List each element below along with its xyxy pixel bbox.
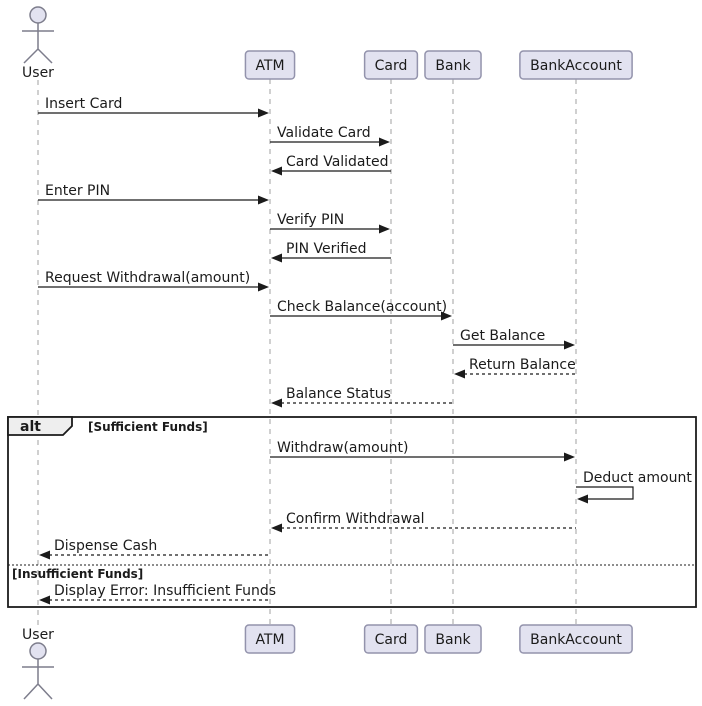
participant-label: ATM (255, 632, 284, 648)
message-deduct-amount: Deduct amount (576, 470, 692, 504)
arrowhead-icon (564, 452, 575, 462)
arrowhead-icon (454, 369, 465, 379)
message-dispense-cash: Dispense Cash (39, 538, 270, 560)
participant-bankaccount-top: BankAccount (519, 50, 633, 80)
message-label: PIN Verified (286, 241, 367, 257)
message-get-balance: Get Balance (453, 328, 575, 350)
alt-keyword-label: alt (20, 419, 41, 435)
message-label: Deduct amount (583, 470, 692, 486)
actor-user-bottom: User (22, 627, 54, 700)
message-label: Dispense Cash (54, 538, 157, 554)
participant-label: BankAccount (530, 632, 622, 648)
message-label: Enter PIN (45, 183, 110, 199)
participant-label: BankAccount (530, 58, 622, 74)
arrowhead-icon (379, 224, 390, 234)
arrowhead-icon (564, 340, 575, 350)
arrowhead-icon (258, 282, 269, 292)
participant-card-top: Card (363, 50, 419, 80)
alt-fragment-header: alt [Sufficient Funds] [Insufficient Funds… (7, 416, 208, 581)
participant-bank-bottom: Bank (424, 624, 482, 654)
message-label: Validate Card (277, 125, 371, 141)
participant-atm-top: ATM (244, 50, 296, 80)
participant-box (424, 50, 482, 80)
participant-label: Bank (435, 58, 471, 74)
message-withdraw-amount: Withdraw(amount) (270, 440, 575, 462)
message-verify-pin: Verify PIN (270, 212, 390, 234)
actor-figure-icon (22, 659, 54, 700)
actor-user-top: User (22, 6, 54, 81)
actor-figure-icon (22, 23, 54, 64)
self-message-line (576, 486, 634, 500)
participant-atm-bottom: ATM (244, 624, 296, 654)
participant-bank-top: Bank (424, 50, 482, 80)
message-card-validated: Card Validated (271, 154, 391, 176)
message-label: Insert Card (45, 96, 122, 112)
message-label: Display Error: Insufficient Funds (54, 583, 276, 599)
actor-head-icon (29, 642, 47, 660)
arrowhead-icon (39, 550, 50, 560)
participant-box (424, 624, 482, 654)
alt-fragment-border (7, 416, 697, 608)
message-label: Withdraw(amount) (277, 440, 408, 456)
message-label: Check Balance(account) (277, 299, 447, 315)
message-request-withdrawal-amount: Request Withdrawal(amount) (38, 270, 269, 292)
actor-label: User (22, 627, 54, 643)
message-balance-status: Balance Status (271, 386, 453, 408)
message-label: Get Balance (460, 328, 545, 344)
participant-box (519, 50, 633, 80)
actor-head-icon (29, 6, 47, 24)
guard-sufficient-funds: [Sufficient Funds] (88, 420, 208, 434)
arrowhead-icon (379, 137, 390, 147)
arrowhead-icon (271, 398, 282, 408)
arrowhead-icon (441, 311, 452, 321)
participant-label: ATM (255, 58, 284, 74)
arrowhead-icon (258, 195, 269, 205)
message-check-balance-account: Check Balance(account) (270, 299, 452, 321)
participant-bankaccount-bottom: BankAccount (519, 624, 633, 654)
participant-label: Card (375, 632, 408, 648)
arrowhead-icon (271, 523, 282, 533)
participant-card-bottom: Card (363, 624, 419, 654)
arrowhead-icon (39, 595, 50, 605)
participant-label: Bank (435, 632, 471, 648)
message-label: Card Validated (286, 154, 389, 170)
arrowhead-icon (258, 108, 269, 118)
message-label: Confirm Withdrawal (286, 511, 425, 527)
message-label: Request Withdrawal(amount) (45, 270, 250, 286)
message-label: Balance Status (286, 386, 391, 402)
participant-label: Card (375, 58, 408, 74)
participant-box (363, 50, 419, 80)
message-display-error-insufficient-funds: Display Error: Insufficient Funds (39, 583, 276, 605)
participant-box (244, 50, 296, 80)
message-validate-card: Validate Card (270, 125, 390, 147)
participant-box (363, 624, 419, 654)
guard-insufficient-funds: [Insufficient Funds] (12, 567, 143, 581)
participant-box (244, 624, 296, 654)
actor-label: User (22, 65, 54, 81)
participant-box (519, 624, 633, 654)
message-pin-verified: PIN Verified (271, 241, 391, 263)
message-label: Return Balance (469, 357, 576, 373)
message-insert-card: Insert Card (38, 96, 269, 118)
arrowhead-icon (271, 166, 282, 176)
message-confirm-withdrawal: Confirm Withdrawal (271, 511, 576, 533)
arrowhead-icon (577, 494, 588, 504)
message-enter-pin: Enter PIN (38, 183, 269, 205)
arrowhead-icon (271, 253, 282, 263)
message-return-balance: Return Balance (454, 357, 576, 379)
alt-tab (7, 416, 73, 436)
message-label: Verify PIN (277, 212, 344, 228)
